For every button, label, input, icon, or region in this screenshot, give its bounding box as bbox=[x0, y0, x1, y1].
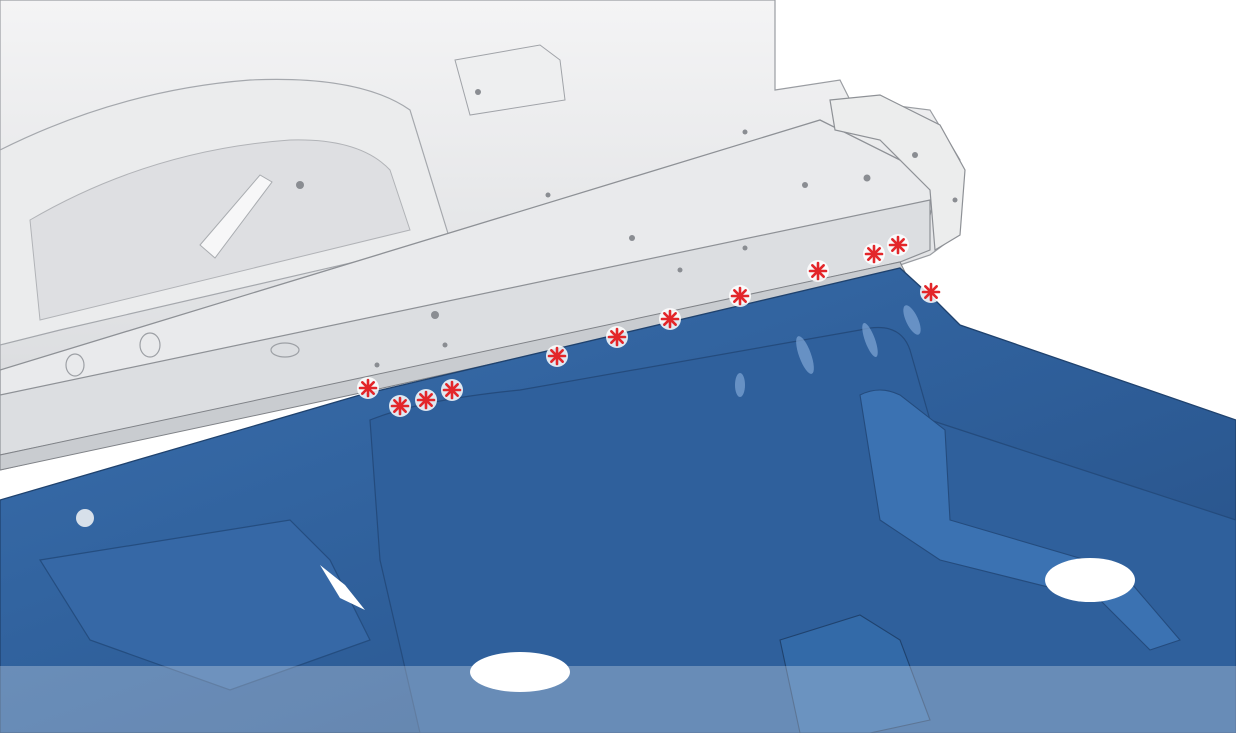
floor-highlights bbox=[735, 305, 921, 397]
spot-weld-asterisk-icon bbox=[729, 285, 751, 307]
floor-hole-small bbox=[76, 509, 94, 527]
spot-weld-asterisk-icon bbox=[357, 377, 379, 399]
spot-weld-asterisk-icon bbox=[863, 243, 885, 265]
spot-weld-asterisk-icon bbox=[546, 345, 568, 367]
drain-hole-bottom bbox=[470, 652, 570, 692]
drain-hole-right bbox=[1045, 558, 1135, 602]
spot-weld-asterisk-icon bbox=[807, 260, 829, 282]
floor-slot bbox=[320, 565, 365, 610]
arch-rib bbox=[199, 174, 273, 259]
body-structure bbox=[0, 0, 966, 471]
spot-weld-asterisk-icon bbox=[659, 308, 681, 330]
spot-weld-asterisk-icon bbox=[389, 395, 411, 417]
rear-floor-panel bbox=[0, 267, 1236, 733]
mounting-holes bbox=[296, 89, 958, 368]
spot-weld-asterisk-icon bbox=[415, 389, 437, 411]
weld-points bbox=[357, 234, 942, 417]
spot-weld-asterisk-icon bbox=[441, 379, 463, 401]
floor-ridge-left bbox=[39, 519, 371, 691]
bottom-fade-band bbox=[0, 666, 1236, 733]
spot-weld-asterisk-icon bbox=[606, 326, 628, 348]
spot-weld-asterisk-icon bbox=[887, 234, 909, 256]
panel-openings bbox=[65, 332, 300, 377]
upper-bracket bbox=[454, 44, 566, 116]
spot-weld-asterisk-icon bbox=[920, 281, 942, 303]
end-bracket bbox=[829, 94, 966, 252]
floor-bracket bbox=[779, 614, 931, 733]
